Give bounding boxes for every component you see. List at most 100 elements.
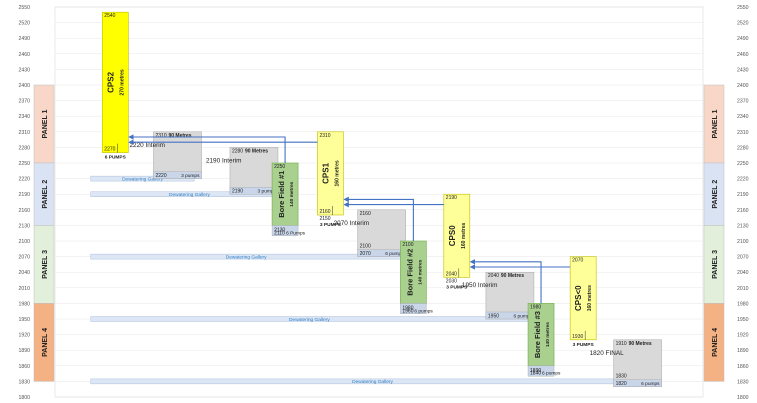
bore-pumps-1: 6 Pumps	[286, 230, 306, 236]
shaft-pumps-3: 3 PUMPS	[573, 342, 595, 348]
left-tick-2070: 2070	[18, 255, 30, 261]
gallery-label-1830: Dewatering Gallery	[352, 379, 393, 385]
bore-pumps-2: 6 pumps	[414, 308, 433, 314]
interim-box-2	[357, 209, 406, 257]
right-tick-2010: 2010	[737, 286, 749, 292]
interim-top-3: 2040	[488, 273, 499, 279]
interim-name-4: 1820 FINAL	[590, 350, 625, 357]
panel-label-right-3: PANEL 3	[712, 250, 719, 279]
right-tick-2190: 2190	[737, 192, 749, 198]
right-tick-2310: 2310	[737, 130, 749, 136]
panel-label-left-4: PANEL 4	[42, 328, 49, 357]
shaft-bottom-0: 2270	[104, 147, 115, 153]
interim-pumps-0: 3 pumps	[181, 173, 200, 179]
flow-bf3-to-cps0	[469, 259, 542, 304]
right-tick-1950: 1950	[737, 317, 749, 323]
bore-pumps-3: 6 pumps	[542, 371, 561, 377]
left-tick-2460: 2460	[18, 52, 30, 58]
bore-pump-band-1	[271, 225, 299, 236]
right-tick-2160: 2160	[737, 208, 749, 214]
left-tick-2220: 2220	[18, 177, 30, 183]
bore-label-3: Bore Field #3	[533, 311, 542, 358]
panel-right-4	[703, 303, 725, 382]
bore-pump-band-3	[527, 365, 555, 377]
left-tick-2400: 2400	[18, 83, 30, 89]
panel-left-4	[33, 303, 55, 382]
shaft-bottom-1: 2160	[319, 209, 330, 215]
shaft-extra-1: 2150	[319, 216, 330, 222]
left-tick-2430: 2430	[18, 67, 30, 73]
right-tick-1980: 1980	[737, 301, 749, 307]
shaft-label-0: CPS2	[106, 71, 115, 92]
panel-label-left-1: PANEL 1	[42, 109, 49, 138]
shaft-label-1: CPS1	[321, 162, 330, 183]
right-tick-1830: 1830	[737, 379, 749, 385]
interim-top-4: 1910	[616, 341, 627, 347]
interim-depth-4: 90 Metres	[629, 341, 652, 347]
right-tick-2400: 2400	[737, 83, 749, 89]
left-tick-2160: 2160	[18, 208, 30, 214]
bore-field-3	[527, 303, 555, 367]
left-tick-1980: 1980	[18, 301, 30, 307]
left-tick-1830: 1830	[18, 379, 30, 385]
panel-label-right-1: PANEL 1	[712, 109, 719, 138]
right-tick-1860: 1860	[737, 364, 749, 370]
shaft-top-2: 2190	[446, 195, 457, 201]
right-tick-2280: 2280	[737, 145, 749, 151]
bore-top-2: 2100	[402, 242, 413, 248]
left-tick-1890: 1890	[18, 348, 30, 354]
shaft-top-0: 2540	[104, 13, 115, 19]
interim-top-1: 2280	[232, 148, 243, 154]
interim-bottom-3: 1950	[488, 314, 499, 320]
left-tick-2520: 2520	[18, 21, 30, 27]
bore-sub-2: 140 metres	[417, 259, 423, 284]
shaft-pumps-1: 3 PUMPS	[320, 222, 342, 228]
bore-bottom-3: 1840	[530, 371, 541, 377]
left-tick-1800: 1800	[18, 395, 30, 401]
shaft-3	[569, 256, 597, 341]
left-tick-2550: 2550	[18, 5, 30, 11]
shaft-top-1: 2310	[319, 133, 330, 139]
shaft-bottom-2: 2040	[446, 271, 457, 277]
interim-top-0: 2310	[155, 133, 166, 139]
interim-pumps-1: 3 pumps	[258, 189, 277, 195]
interim-pump-band-0	[153, 171, 202, 179]
right-tick-2550: 2550	[737, 5, 749, 11]
left-tick-2280: 2280	[18, 145, 30, 151]
bore-bottom-2: 1960	[402, 308, 413, 314]
shaft-pumps-2: 3 PUMPS	[446, 284, 468, 290]
interim-bottom-2: 2070	[360, 251, 371, 257]
bore-mid-1: 2130	[274, 227, 285, 233]
right-tick-2070: 2070	[737, 255, 749, 261]
left-tick-2010: 2010	[18, 286, 30, 292]
bore-field-1	[271, 162, 299, 226]
interim-bottom-1: 2190	[232, 189, 243, 195]
shaft-sub-1: 160 metres	[334, 160, 340, 186]
shaft-label-3: CPS<0	[574, 285, 583, 311]
bore-label-2: Bore Field #2	[405, 249, 414, 296]
flow-bf2-to-cps1	[343, 196, 414, 241]
left-tick-2370: 2370	[18, 99, 30, 105]
shaft-sub-0: 270 metres	[119, 69, 125, 95]
flow-bf1-to-cps2	[128, 134, 286, 163]
gallery-label-1950: Dewatering Gallery	[289, 317, 330, 323]
panel-label-left-2: PANEL 2	[42, 180, 49, 209]
interim-pumps-3: 6 pumps	[514, 314, 533, 320]
left-tick-2040: 2040	[18, 270, 30, 276]
bore-pump-band-2	[400, 303, 427, 314]
interim-depth-3: 90 Metres	[501, 273, 524, 279]
interim-top-2: 2160	[360, 211, 371, 217]
interim-pumps-2: 6 pumps	[385, 251, 404, 257]
right-tick-2250: 2250	[737, 161, 749, 167]
interim-name-1: 2190 Interim	[206, 157, 242, 164]
right-tick-1890: 1890	[737, 348, 749, 354]
shaft-pumps-0: 6 PUMPS	[105, 155, 127, 161]
interim-box-4	[613, 339, 662, 387]
bore-label-1: Bore Field #1	[277, 171, 286, 218]
shaft-label-2: CPS0	[448, 225, 457, 246]
gallery-label-2070: Dewatering Gallery	[226, 254, 267, 260]
right-tick-2100: 2100	[737, 239, 749, 245]
bore-bottom-1: 2110	[274, 230, 285, 236]
gallery-label-2220: Dewatering Gallery	[122, 176, 163, 182]
